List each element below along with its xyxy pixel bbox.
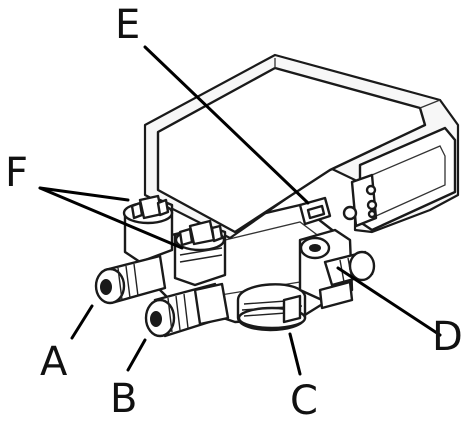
leader-e: [143, 45, 310, 205]
knob-f-right: [173, 219, 227, 287]
leader-c: [288, 332, 302, 376]
label-b: B: [110, 376, 137, 422]
label-a: A: [40, 339, 68, 385]
knob-f-left: [122, 194, 174, 264]
leader-d: [336, 266, 442, 337]
control-head-cover: [143, 53, 460, 240]
leader-b: [126, 338, 147, 372]
fitting-d: [298, 228, 376, 310]
leader-a: [70, 304, 94, 340]
label-c: C: [290, 378, 318, 423]
latch-e: [298, 196, 358, 226]
label-f: F: [5, 150, 28, 196]
valve-illustration: [94, 53, 460, 338]
part-labels: E F A B C D: [5, 2, 463, 423]
leader-f-2: [38, 186, 184, 250]
port-a: [94, 254, 167, 305]
leader-f-1: [38, 186, 130, 202]
label-e: E: [115, 2, 140, 48]
bottom-port-c: [236, 283, 307, 332]
leader-lines: [38, 45, 442, 376]
label-d: D: [432, 314, 463, 360]
port-b: [144, 282, 230, 338]
